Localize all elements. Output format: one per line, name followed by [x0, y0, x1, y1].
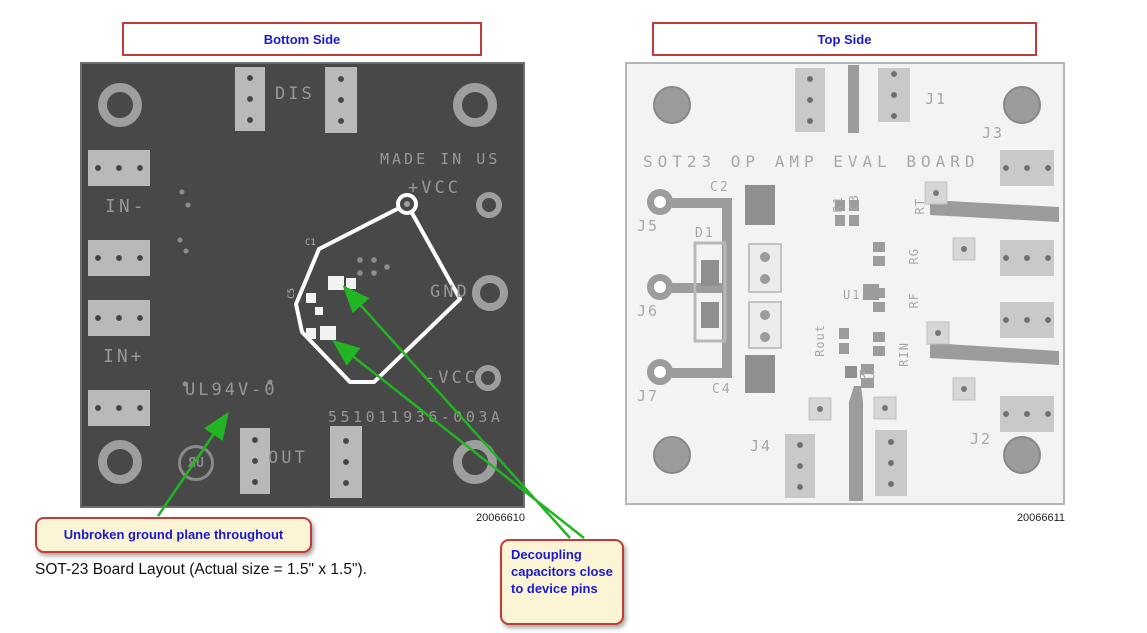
bottom-side-title: Bottom Side — [263, 31, 341, 47]
silk-j3: J3 — [982, 124, 1005, 142]
decoupling-callout: Decoupling capacitors close to device pi… — [500, 539, 624, 625]
bottom-copper-art — [177, 189, 462, 387]
silk-ul94: UL94V-0 — [185, 380, 278, 400]
decoupling-callout-text: Decoupling capacitors close to device pi… — [511, 547, 613, 596]
copper-traces — [672, 65, 1059, 501]
silk-in-pos: IN+ — [103, 346, 145, 367]
header-pad — [88, 300, 150, 336]
silk-j5: J5 — [637, 217, 660, 235]
header-pad — [240, 428, 270, 494]
ground-plane-callout-text: Unbroken ground plane throughout — [63, 526, 284, 542]
silk-gnd: GND — [430, 282, 470, 302]
silk-j7: J7 — [637, 387, 660, 405]
silk-r1: R1 — [831, 196, 845, 213]
mounting-hole — [98, 440, 142, 484]
header-pad — [88, 150, 150, 186]
smd-footprints — [835, 200, 885, 388]
header-pad — [878, 68, 910, 122]
silk-vcc-neg: -VCC — [425, 368, 478, 388]
header-pad — [1000, 150, 1054, 186]
figure-caption: SOT-23 Board Layout (Actual size = 1.5" … — [35, 561, 367, 578]
silk-in-neg: IN- — [105, 196, 147, 217]
silk-rg: RG — [907, 248, 921, 265]
c2-pad — [745, 185, 775, 225]
header-pad — [235, 67, 265, 131]
silk-rf: RF — [907, 292, 921, 309]
silk-d1: D1 — [695, 226, 715, 241]
silk-j2: J2 — [970, 430, 993, 448]
figure-number-left: 20066610 — [476, 512, 525, 524]
top-side-title-box: Top Side — [652, 22, 1037, 56]
header-pad — [325, 67, 357, 133]
vcc-pos-pad-ring — [476, 192, 502, 218]
ground-plane-callout: Unbroken ground plane throughout — [35, 517, 312, 553]
silk-board-number: 551011936-003A — [328, 408, 504, 426]
mounting-hole — [1003, 86, 1041, 124]
figure-number-right: 20066611 — [1016, 512, 1065, 524]
silk-board-title: SOT23 OP AMP EVAL BOARD — [643, 152, 980, 171]
silk-j6: J6 — [637, 302, 660, 320]
header-pad — [785, 434, 815, 498]
top-side-title: Top Side — [817, 31, 872, 47]
silk-r3: R3 — [859, 368, 878, 382]
j5-pad-ring — [647, 189, 673, 215]
silk-u1: U1 — [843, 288, 862, 302]
header-pad — [795, 68, 825, 132]
header-pad — [88, 240, 150, 276]
pcb-top-side: J1 J3 SOT23 OP AMP EVAL BOARD C2 J5 D1 J… — [625, 62, 1065, 505]
mounting-hole — [653, 86, 691, 124]
header-pad — [1000, 396, 1054, 432]
mounting-hole — [453, 83, 497, 127]
pcb-bottom-side: DIS MADE IN US IN- +VCC GND IN+ UL94V-0 … — [80, 62, 525, 508]
silk-rin: RIN — [897, 342, 911, 367]
header-pad — [88, 390, 150, 426]
silk-dis: DIS — [275, 84, 315, 104]
silk-c2: C2 — [710, 180, 730, 195]
mounting-hole — [1003, 436, 1041, 474]
silk-j4: J4 — [750, 437, 773, 455]
silk-c3: C3 — [847, 194, 861, 211]
header-pad — [875, 430, 907, 496]
header-pad — [1000, 302, 1054, 338]
mounting-hole — [98, 83, 142, 127]
header-pad — [1000, 240, 1054, 276]
silk-rt: RT — [913, 198, 927, 215]
j6-pad-ring — [647, 274, 673, 300]
silk-c4: C4 — [712, 382, 732, 397]
silk-c5: C5 — [287, 288, 297, 299]
mounting-hole — [653, 436, 691, 474]
silk-vcc-pos: +VCC — [408, 178, 461, 198]
drill-dots — [177, 189, 390, 387]
silk-c1: C1 — [305, 238, 316, 248]
silk-rout: Rout — [813, 324, 827, 357]
j7-pad-ring — [647, 359, 673, 385]
top-copper-art — [672, 65, 1059, 501]
silk-made-in-us: MADE IN US — [380, 150, 501, 168]
decoupling-cap-footprints — [306, 276, 356, 340]
d1-footprint — [693, 241, 727, 343]
silk-j1: J1 — [925, 90, 948, 108]
through-hole-footprints — [748, 243, 782, 349]
c4-pad — [745, 355, 775, 393]
bottom-side-title-box: Bottom Side — [122, 22, 482, 56]
via-pads — [808, 181, 976, 421]
silk-out: OUT — [268, 448, 308, 468]
